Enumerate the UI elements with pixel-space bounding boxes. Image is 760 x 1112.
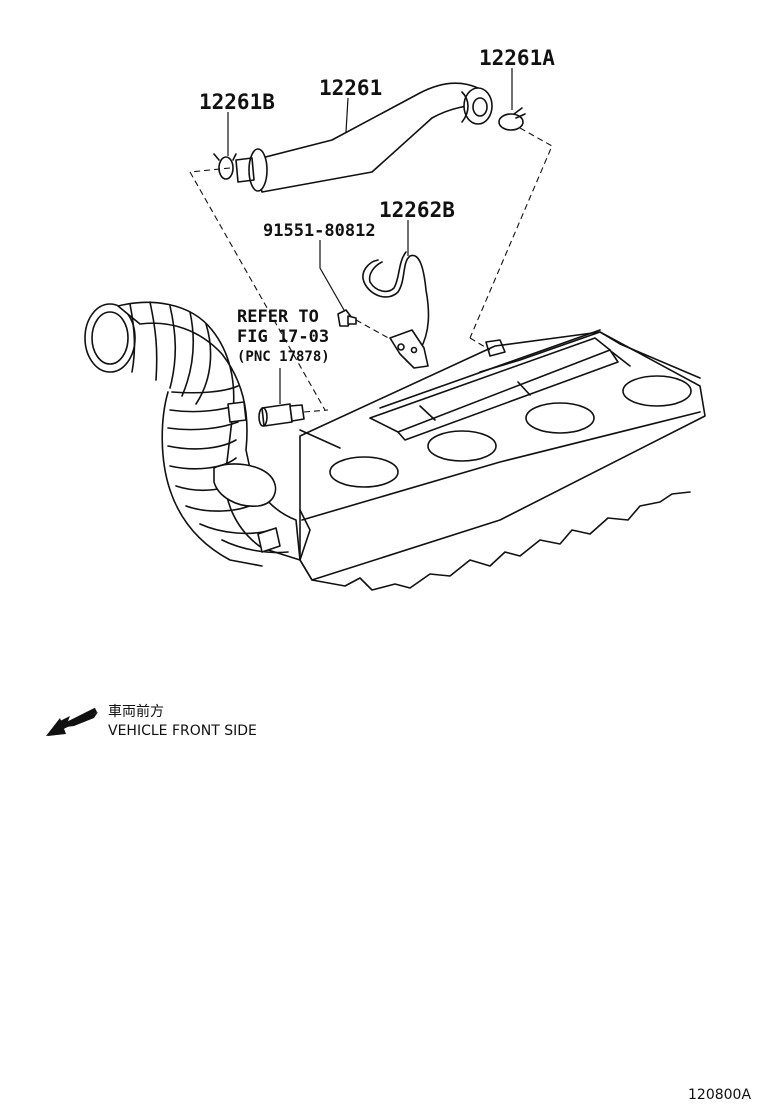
refer-line-2: FIG 17-03: [237, 327, 329, 347]
clamp-12261a: [498, 107, 526, 131]
label-bolt: 91551-80812: [263, 221, 376, 241]
cylinder-head-cover: [299, 329, 706, 591]
direction-japanese: 車両前方: [108, 703, 164, 720]
figure-code: 120800A: [688, 1087, 751, 1103]
bolt-91551-80812: [337, 309, 357, 327]
clamp-12261b: [213, 153, 237, 180]
label-12261b: 12261B: [199, 90, 275, 114]
leader-lines: [227, 68, 513, 404]
hose-12262b: [362, 251, 430, 369]
refer-line-1: REFER TO: [237, 307, 319, 327]
ventilation-hose-12261: [235, 82, 493, 193]
label-12262b: 12262B: [379, 198, 455, 222]
label-12261a: 12261A: [479, 46, 555, 70]
label-12261: 12261: [319, 76, 382, 100]
assembly-lines: [189, 127, 553, 413]
direction-english: VEHICLE FRONT SIDE: [108, 723, 257, 739]
refer-line-3: (PNC 17878): [237, 349, 330, 365]
air-intake-hose: [84, 301, 301, 567]
front-direction-arrow-icon: [46, 707, 98, 736]
pcv-valve-nipple: [258, 403, 305, 427]
